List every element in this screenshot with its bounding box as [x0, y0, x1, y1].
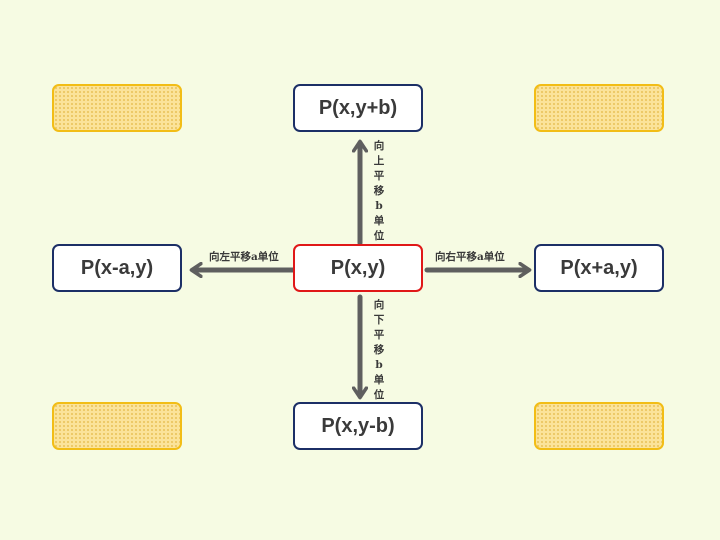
- arrow-left-label: 向左平移a单位: [209, 251, 279, 263]
- placeholder-box-top-left: [52, 84, 182, 132]
- arrow-down-label: 向下平移b单位: [373, 299, 385, 401]
- point-up-box: P(x,y+b): [293, 84, 423, 132]
- arrow-up-label: 向上平移b单位: [373, 140, 385, 242]
- arrow-right-label: 向右平移a单位: [435, 251, 505, 263]
- placeholder-box-bottom-right: [534, 402, 664, 450]
- point-right-box: P(x+a,y): [534, 244, 664, 292]
- placeholder-box-bottom-left: [52, 402, 182, 450]
- point-down-box: P(x,y-b): [293, 402, 423, 450]
- point-left-box: P(x-a,y): [52, 244, 182, 292]
- placeholder-box-top-right: [534, 84, 664, 132]
- point-center-box: P(x,y): [293, 244, 423, 292]
